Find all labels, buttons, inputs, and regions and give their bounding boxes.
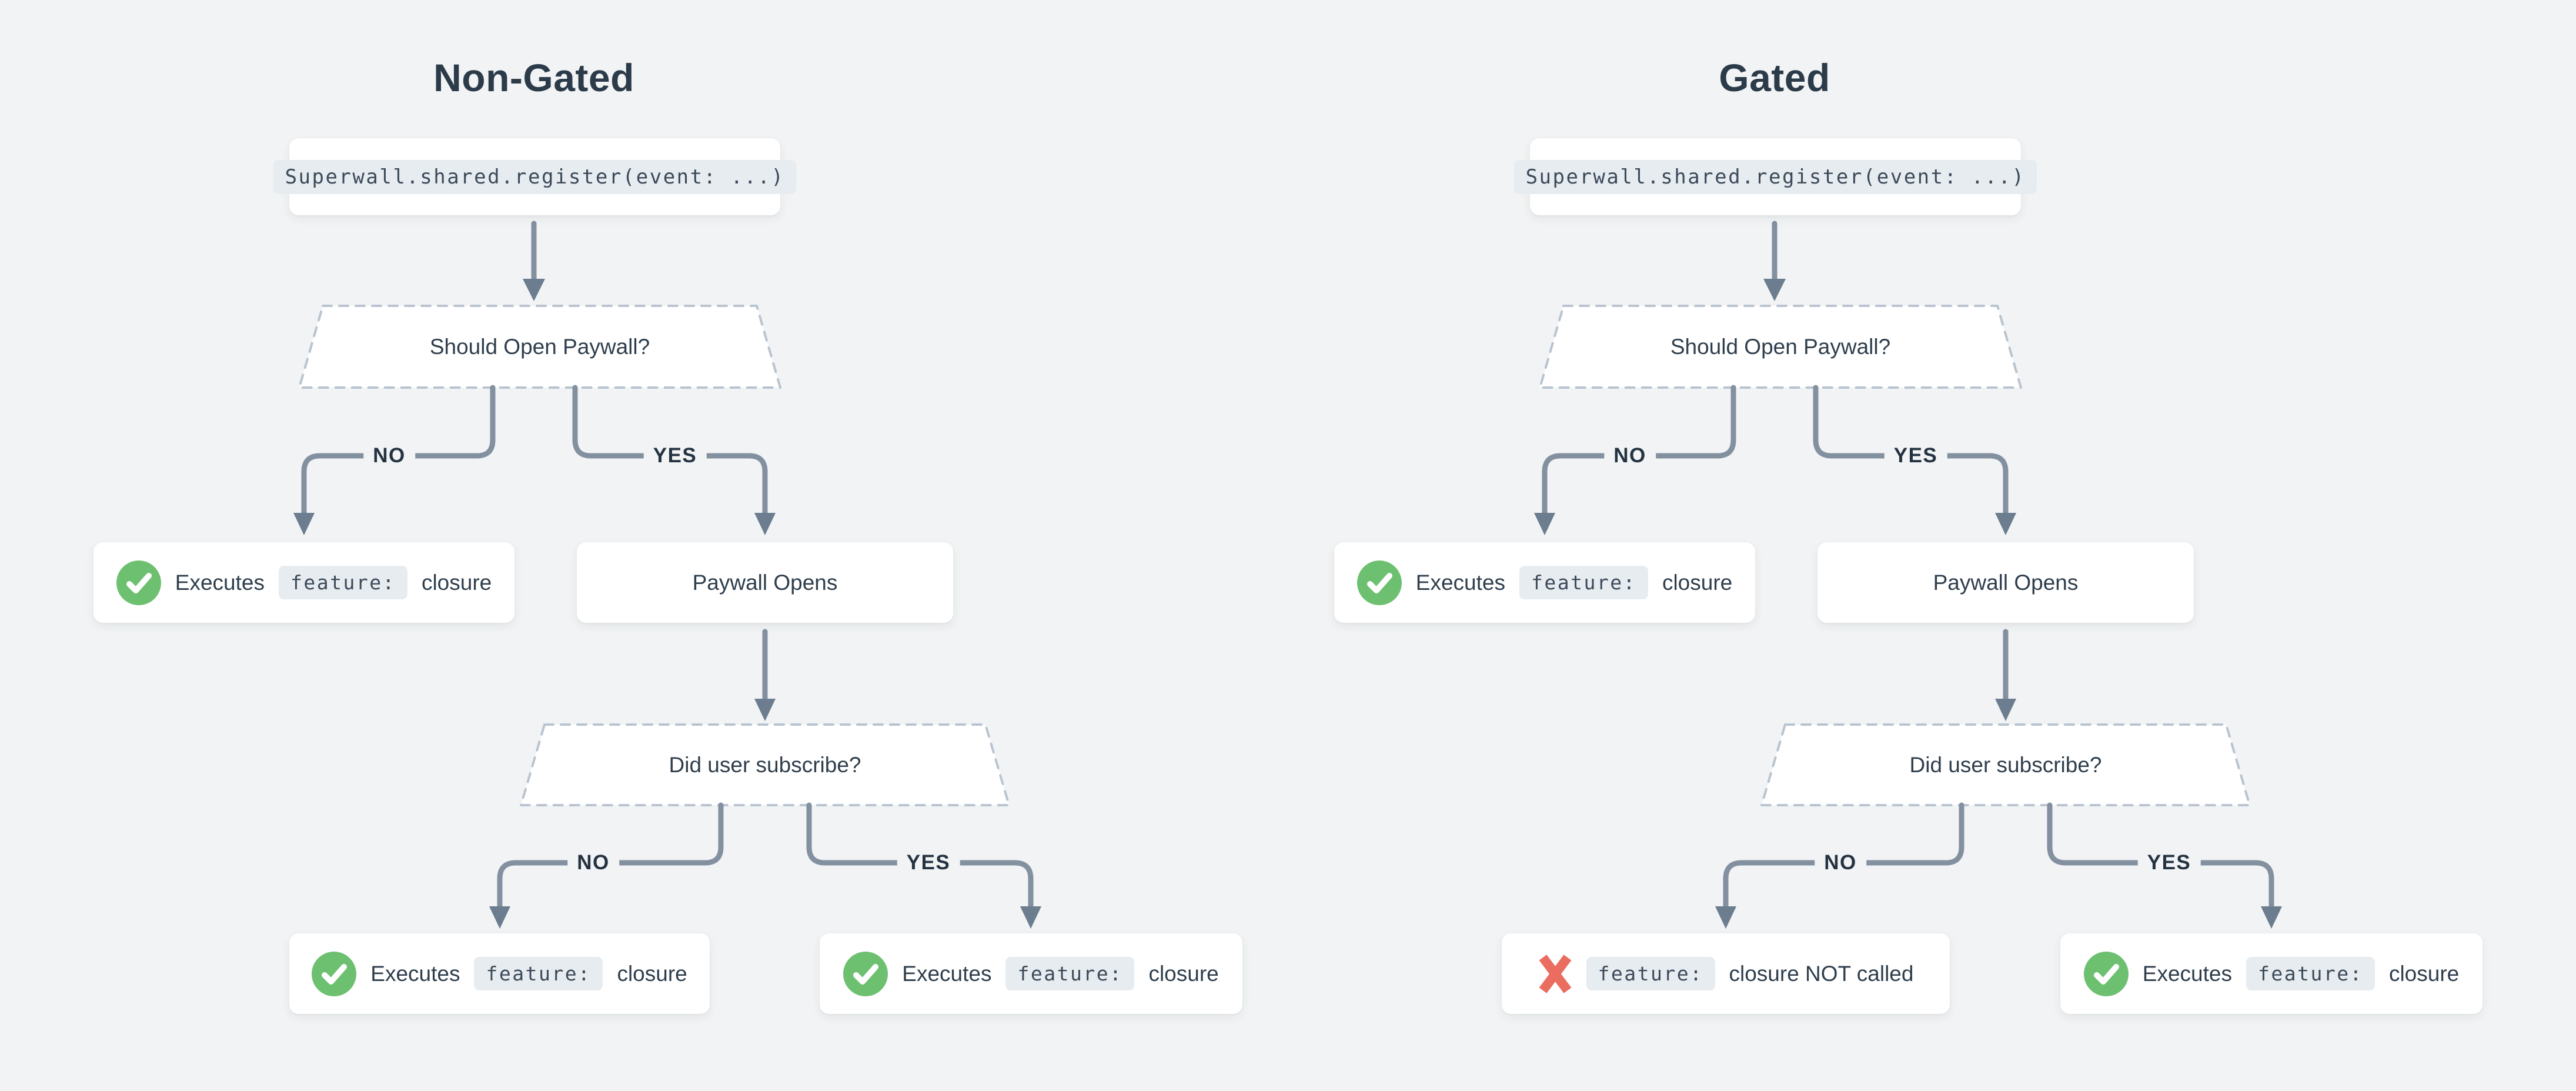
register-node: Superwall.shared.register(event: ...) bbox=[1513, 138, 2037, 215]
flow-title-non-gated: Non-Gated bbox=[433, 56, 634, 99]
paywall-opens-node: Paywall Opens bbox=[1817, 542, 2194, 623]
arrowhead-icon bbox=[293, 513, 315, 535]
register-node: Superwall.shared.register(event: ...) bbox=[273, 138, 797, 215]
arrowhead-icon bbox=[1995, 513, 2016, 535]
check-icon bbox=[1357, 560, 1402, 605]
result-text-after: closure bbox=[2388, 961, 2460, 986]
branch-label-no: NO bbox=[1604, 444, 1656, 468]
feature-code-pill: feature: bbox=[1005, 957, 1135, 990]
check-icon bbox=[116, 560, 161, 605]
result-text-before: Executes bbox=[2142, 961, 2232, 986]
check-icon bbox=[2083, 951, 2129, 996]
flow-title-gated: Gated bbox=[1719, 56, 1830, 99]
branch-label-no: NO bbox=[567, 851, 619, 875]
decision-trapezoid-should-open bbox=[298, 305, 781, 389]
check-icon bbox=[843, 951, 888, 996]
result-text-before: Executes bbox=[1415, 570, 1505, 595]
result-text-before: Executes bbox=[370, 961, 460, 986]
result-node-sub-no: Executes feature: closure bbox=[289, 933, 710, 1014]
branch-label-no: NO bbox=[363, 444, 415, 468]
result-text-after: closure bbox=[421, 570, 492, 595]
arrowhead-icon bbox=[1715, 906, 1736, 929]
arrowhead-icon bbox=[1020, 906, 1041, 929]
feature-code-pill: feature: bbox=[2246, 957, 2375, 990]
result-text-before: Executes bbox=[902, 961, 992, 986]
result-node-sub-yes: Executes feature: closure bbox=[820, 933, 1242, 1014]
arrowhead-icon bbox=[2261, 906, 2282, 929]
check-icon bbox=[312, 951, 357, 996]
result-text-after: closure NOT called bbox=[1729, 961, 1914, 986]
feature-code-pill: feature: bbox=[1586, 957, 1715, 990]
decision-trapezoid-should-open bbox=[1539, 305, 2022, 389]
x-icon bbox=[1539, 954, 1571, 993]
branch-label-yes: YES bbox=[897, 851, 960, 875]
arrowhead-icon bbox=[754, 699, 776, 721]
arrowhead-icon bbox=[1995, 699, 2016, 721]
arrowhead-icon bbox=[489, 906, 510, 929]
arrowhead-icon bbox=[523, 279, 545, 301]
feature-code-pill: feature: bbox=[1519, 566, 1648, 599]
branch-label-yes: YES bbox=[643, 444, 707, 468]
branch-label-yes: YES bbox=[1884, 444, 1947, 468]
result-text-after: closure bbox=[1148, 961, 1219, 986]
result-text-after: closure bbox=[617, 961, 687, 986]
register-code: Superwall.shared.register(event: ...) bbox=[273, 159, 797, 194]
result-text-after: closure bbox=[1662, 570, 1733, 595]
result-node-sub-no-not-called: feature: closure NOT called bbox=[1502, 933, 1950, 1014]
paywall-opens-node: Paywall Opens bbox=[577, 542, 953, 623]
branch-label-no: NO bbox=[1815, 851, 1866, 875]
result-text-before: Executes bbox=[175, 570, 265, 595]
branch-label-yes: YES bbox=[2137, 851, 2201, 875]
register-code: Superwall.shared.register(event: ...) bbox=[1513, 159, 2037, 194]
result-node-no-paywall: Executes feature: closure bbox=[93, 542, 514, 623]
arrowhead-icon bbox=[1534, 513, 1555, 535]
feature-code-pill: feature: bbox=[474, 957, 603, 990]
arrowhead-icon bbox=[754, 513, 776, 535]
decision-trapezoid-did-subscribe bbox=[520, 723, 1010, 806]
result-node-sub-yes: Executes feature: closure bbox=[2060, 933, 2483, 1014]
decision-trapezoid-did-subscribe bbox=[1760, 723, 2251, 806]
arrowhead-icon bbox=[1763, 279, 1786, 301]
feature-code-pill: feature: bbox=[278, 566, 407, 599]
result-node-no-paywall: Executes feature: closure bbox=[1334, 542, 1755, 623]
